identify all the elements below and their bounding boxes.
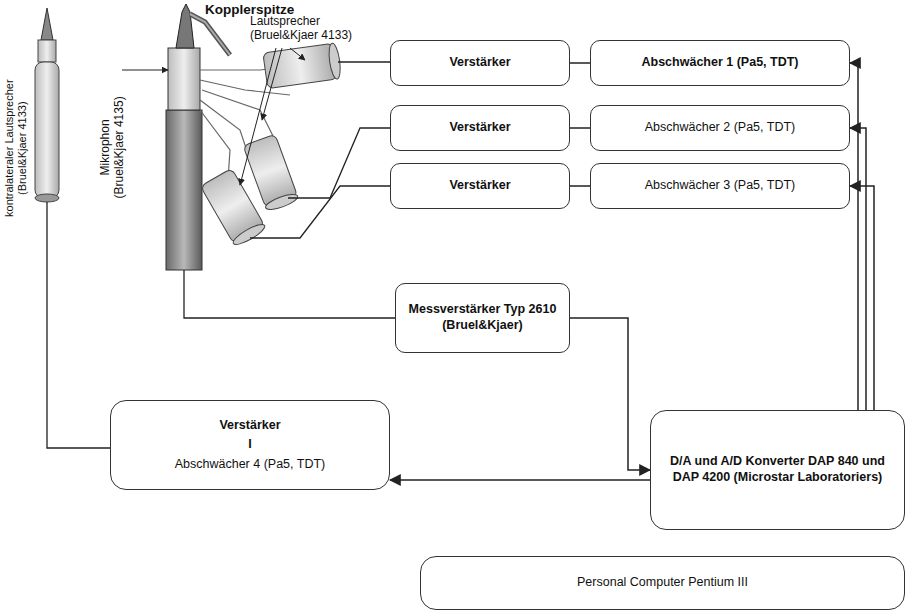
box-text: Abschwächer 4 (Pa5, TDT) xyxy=(175,457,326,473)
box-text: Abschwächer 3 (Pa5, TDT) xyxy=(645,178,796,194)
connector xyxy=(850,186,874,410)
box-text: D/A und A/D Konverter DAP 840 und DAP 42… xyxy=(670,454,885,485)
contralateral-speaker xyxy=(35,8,59,202)
box-text: Verstärker xyxy=(449,120,510,136)
box-text: Verstärker xyxy=(449,178,510,194)
leader-lines xyxy=(122,48,305,185)
connector xyxy=(570,185,590,187)
box-node: Abschwächer 3 (Pa5, TDT) xyxy=(590,163,850,209)
part-label: kontralateraler Lautsprecher (Bruel&Kjae… xyxy=(3,60,29,236)
box-node: Abschwächer 2 (Pa5, TDT) xyxy=(590,105,850,151)
box-node: Messverstärker Typ 2610 (Bruel&Kjaer) xyxy=(395,283,570,353)
signal-wires xyxy=(47,62,395,448)
connector xyxy=(570,62,590,64)
box-text: Verstärker xyxy=(449,55,510,71)
box-node: D/A und A/D Konverter DAP 840 und DAP 42… xyxy=(650,410,905,530)
box-node: Verstärker xyxy=(390,163,570,209)
box-text: Messverstärker Typ 2610 (Bruel&Kjaer) xyxy=(408,302,558,333)
box-node: Personal Computer Pentium III xyxy=(420,556,905,610)
part-label: Lautsprecher (Bruel&Kjaer 4133) xyxy=(250,14,390,43)
box-text: Verstärker xyxy=(219,418,280,434)
box-node: Abschwächer 1 (Pa5, TDT) xyxy=(590,40,850,86)
box-node: Verstärker xyxy=(390,105,570,151)
box-text: Abschwächer 1 (Pa5, TDT) xyxy=(642,55,799,71)
connector xyxy=(850,128,866,410)
connector xyxy=(570,127,590,129)
speaker-1 xyxy=(263,43,342,89)
connector xyxy=(570,318,650,470)
box-text: Abschwächer 2 (Pa5, TDT) xyxy=(645,120,796,136)
speaker-2 xyxy=(243,134,299,212)
box-node: VerstärkerI Abschwächer 4 (Pa5, TDT) xyxy=(110,400,390,490)
microphone-coupler xyxy=(166,4,230,270)
connector xyxy=(850,63,858,410)
connector xyxy=(390,479,650,481)
speaker-3 xyxy=(200,168,267,247)
box-node: Verstärker xyxy=(390,40,570,86)
box-text: I xyxy=(248,437,251,453)
part-label: Mikrophon (Bruel&Kjaer 4135) xyxy=(98,92,127,202)
box-text: Personal Computer Pentium III xyxy=(577,575,748,591)
